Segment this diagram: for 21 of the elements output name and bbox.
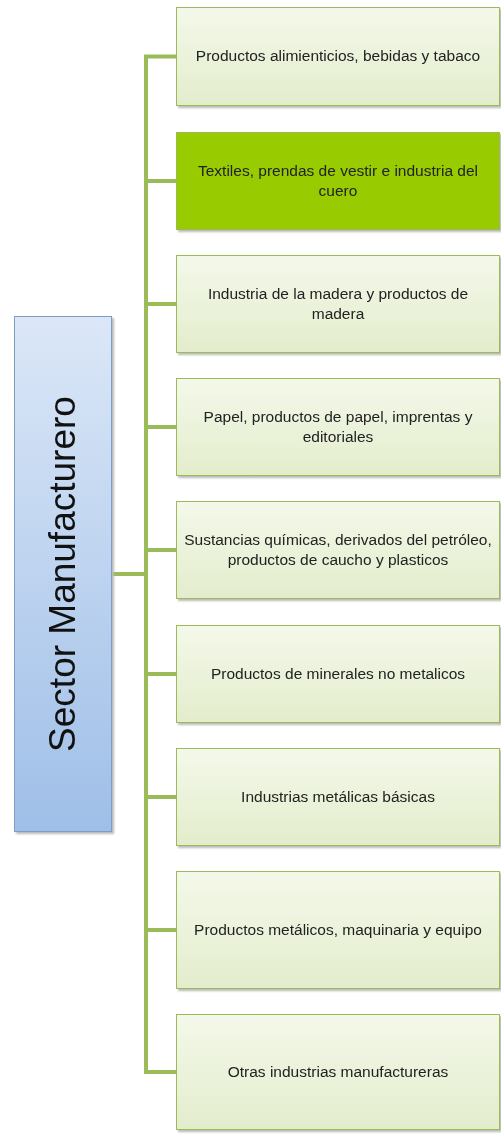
category-box xyxy=(176,255,500,353)
category-box xyxy=(176,132,500,230)
connector-line xyxy=(112,572,176,1074)
category-box xyxy=(176,501,500,599)
sector-box xyxy=(14,316,112,832)
category-label: Sustancias químicas, derivados del petróleo, productos de caucho y plasticos xyxy=(183,529,493,570)
category-label: Productos alimienticios, bebidas y tabaco xyxy=(195,46,481,67)
category-box xyxy=(176,748,500,846)
category-box xyxy=(176,7,500,106)
category-box xyxy=(176,871,500,989)
category-label: Papel, productos de papel, imprentas y editoriales xyxy=(202,406,474,447)
category-label: Productos de minerales no metalicos xyxy=(210,663,466,684)
category-box xyxy=(176,378,500,476)
category-label: Productos metálicos, maquinaria y equipo xyxy=(194,919,482,940)
category-box xyxy=(176,1014,500,1130)
category-label: Textiles, prendas de vestir e industria del cuero xyxy=(197,160,479,201)
category-label: Industria de la madera y productos de madera xyxy=(206,283,470,324)
category-box xyxy=(176,625,500,723)
category-label: Industrias metálicas básicas xyxy=(241,786,435,807)
category-label: Otras industrias manufactureras xyxy=(227,1061,449,1082)
sector-title: Sector Manufacturero xyxy=(42,396,84,752)
